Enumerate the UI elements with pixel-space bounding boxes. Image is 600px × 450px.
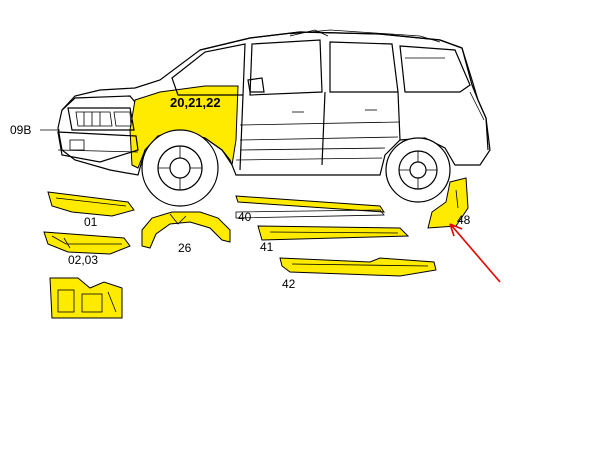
label-rocker-41: 41 bbox=[260, 240, 274, 254]
label-rocker-40: 40 bbox=[238, 210, 252, 224]
label-front-bumper: 01 bbox=[84, 215, 98, 229]
rocker-panel-40[interactable] bbox=[235, 195, 385, 213]
vehicle-outline bbox=[57, 29, 491, 176]
label-rocker-42: 42 bbox=[282, 277, 296, 291]
rear-corner-panel-48[interactable] bbox=[427, 177, 469, 229]
rocker-panel-41[interactable] bbox=[257, 225, 410, 241]
label-headlight-support: 09B bbox=[10, 123, 31, 137]
red-arrow-icon bbox=[449, 223, 501, 283]
label-fender: 20,21,22 bbox=[170, 95, 221, 110]
label-corner-panel: 48 bbox=[457, 213, 471, 227]
label-front-valance: 02,03 bbox=[68, 253, 98, 267]
rear-wheel bbox=[385, 137, 451, 203]
radiator-support-part[interactable] bbox=[49, 277, 123, 319]
front-valance-part[interactable] bbox=[43, 231, 131, 255]
wheel-liner-part[interactable] bbox=[141, 211, 231, 249]
rocker-panel-42[interactable] bbox=[279, 257, 437, 277]
front-bumper-part[interactable] bbox=[47, 191, 135, 217]
label-wheel-liner: 26 bbox=[178, 241, 192, 255]
front-wheel bbox=[141, 129, 219, 207]
